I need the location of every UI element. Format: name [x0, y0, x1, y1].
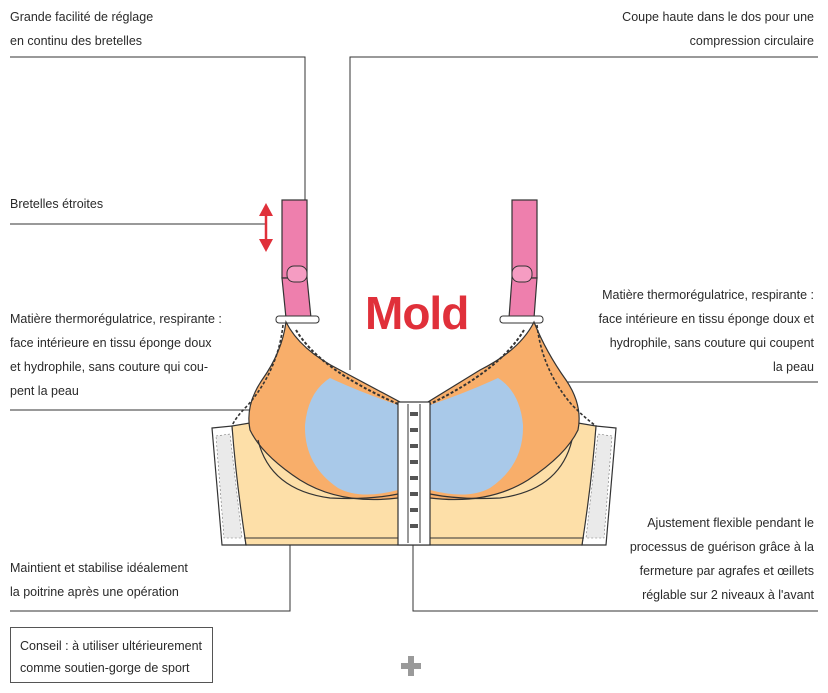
- label-material-right: Matière thermorégulatrice, respirante : …: [598, 288, 814, 374]
- label-material-left: Matière thermorégulatrice, respirante : …: [10, 312, 222, 398]
- plus-icon[interactable]: [400, 655, 422, 677]
- diagram-title: Mold: [365, 287, 469, 339]
- right-strap: [499, 199, 544, 324]
- leader-adjust: [10, 56, 306, 290]
- leader-closure: [412, 530, 818, 612]
- bra-body: [231, 319, 597, 546]
- hook-closure: [397, 401, 431, 546]
- label-support: Maintient et stabilise idéalement la poi…: [10, 561, 188, 599]
- label-strap-adjust: Grande facilité de réglage en continu de…: [10, 10, 154, 48]
- label-closure: Ajustement flexible pendant le processus…: [629, 516, 814, 602]
- leader-back: [349, 56, 818, 370]
- tip-box: Conseil : à utiliser ultérieurement comm…: [10, 627, 213, 683]
- label-high-back: Coupe haute dans le dos pour une compres…: [622, 10, 814, 48]
- label-narrow-straps: Bretelles étroites: [10, 197, 104, 211]
- left-strap: [275, 199, 320, 324]
- strap-width-arrow: [259, 203, 273, 252]
